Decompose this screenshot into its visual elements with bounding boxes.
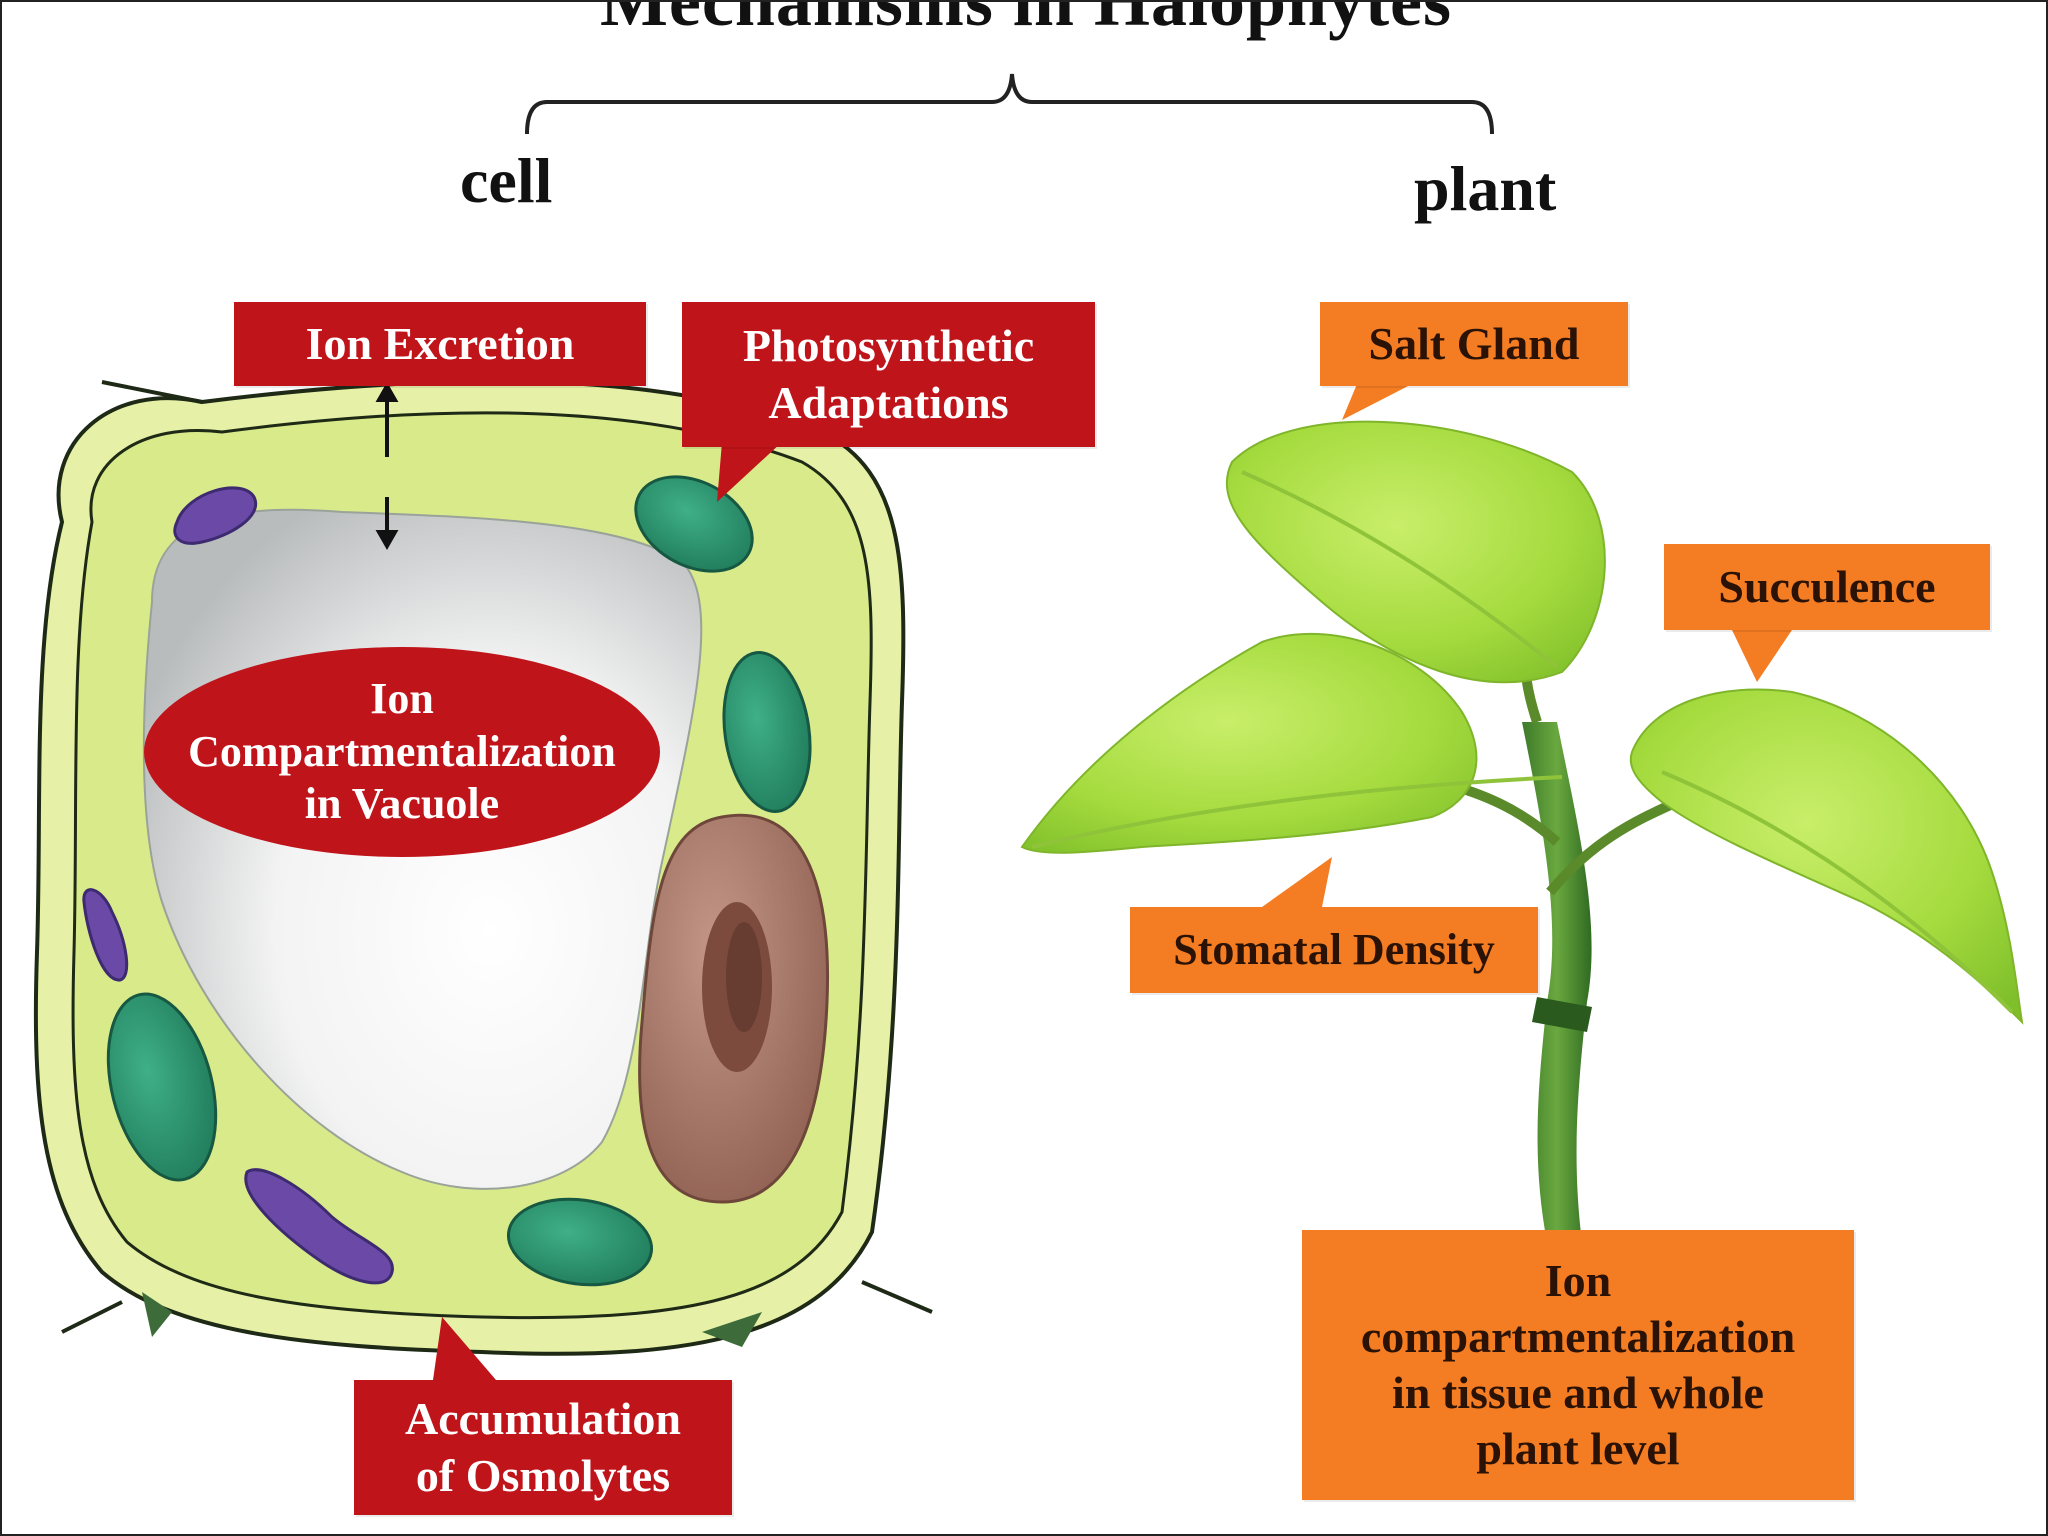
- osmolytes-line-1: Accumulation: [405, 1393, 681, 1445]
- vacuole-line-3: in Vacuole: [304, 779, 500, 829]
- photosynthetic-adaptations-label: Photosynthetic Adaptations: [682, 302, 1095, 447]
- plant-cell: [33, 360, 933, 1356]
- nucleus: [638, 813, 830, 1204]
- photosynthetic-line-1: Photosynthetic: [742, 320, 1035, 372]
- leaf-left: [1020, 632, 1478, 854]
- plant-level-label: plant: [1414, 153, 1557, 224]
- osmolytes-line-2: of Osmolytes: [415, 1449, 671, 1501]
- leaf-right: [1629, 688, 2024, 1025]
- stomatal-density-label: Stomatal Density: [1130, 907, 1538, 993]
- vacuole-line-2: Compartmentalization: [188, 726, 616, 776]
- tissue-line-3: in tissue and whole: [1392, 1367, 1764, 1418]
- mitochondria: [82, 486, 394, 1285]
- tissue-line-2: compartmentalization: [1360, 1310, 1796, 1362]
- chloroplasts: [106, 475, 812, 1287]
- ion-excretion-arrow: [375, 381, 399, 551]
- ion-excretion-label: Ion Excretion: [234, 302, 646, 386]
- succulence-text: Succulence: [1718, 560, 1936, 612]
- photosynthetic-line-2: Adaptations: [768, 376, 1009, 428]
- callout-pointers: [432, 384, 1792, 1387]
- stem: [1522, 722, 1592, 1242]
- vacuole-compartmentalization-label: Ion Compartmentalization in Vacuole: [144, 647, 660, 857]
- salt-gland-text: Salt Gland: [1368, 317, 1580, 369]
- osmolytes-label: Accumulation of Osmolytes: [354, 1380, 732, 1515]
- succulence-label: Succulence: [1664, 544, 1990, 630]
- tissue-line-4: plant level: [1476, 1423, 1680, 1475]
- leaf-top: [1226, 420, 1606, 684]
- salt-gland-label: Salt Gland: [1320, 302, 1628, 386]
- tissue-line-1: Ion: [1544, 1254, 1612, 1306]
- level-brace: [525, 73, 1494, 135]
- diagram-title: Mechanisms in Halophytes: [599, 0, 1453, 41]
- ion-excretion-text: Ion Excretion: [305, 317, 575, 369]
- tissue-compartmentalization-label: Ion compartmentalization in tissue and w…: [1302, 1230, 1854, 1500]
- vacuole-line-1: Ion: [370, 673, 434, 723]
- cell-level-label: cell: [460, 145, 553, 216]
- stomatal-density-text: Stomatal Density: [1173, 925, 1495, 975]
- plant-seedling: [1020, 420, 2024, 1242]
